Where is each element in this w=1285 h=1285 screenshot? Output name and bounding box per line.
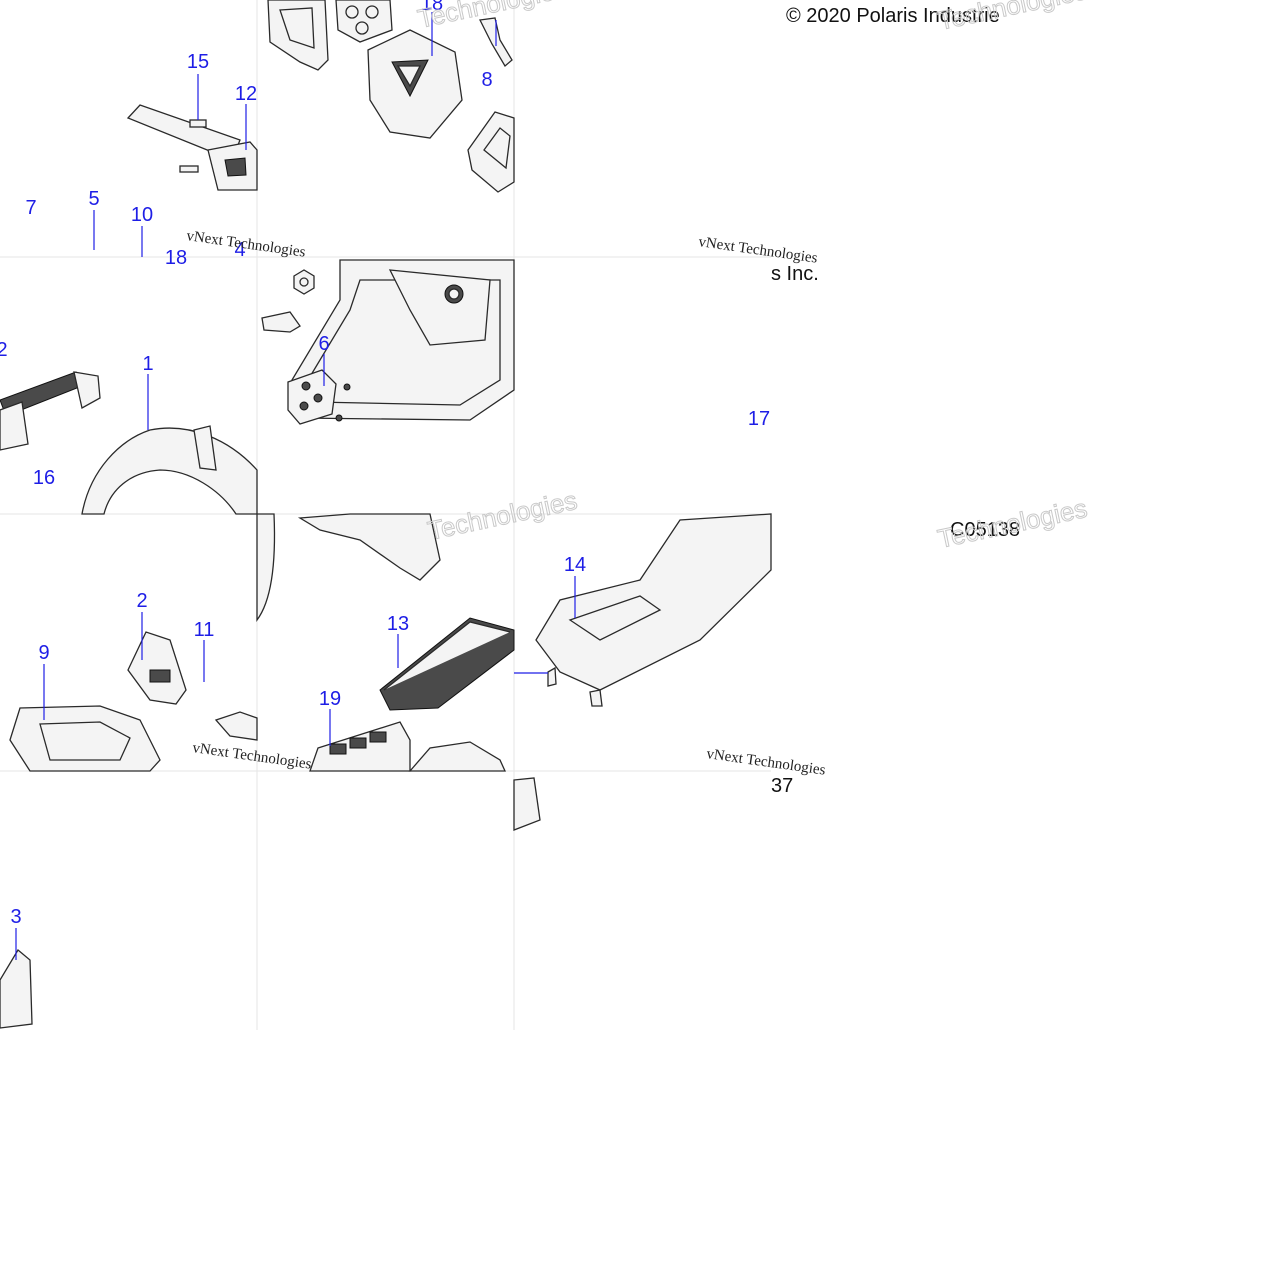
bezel-part-top: [267, 0, 329, 71]
grille-part: [379, 617, 515, 711]
diagram-code: C05138: [950, 519, 1020, 541]
callout-18-top: 18: [421, 0, 443, 15]
callout-16: 16: [33, 467, 55, 489]
callout-15: 15: [187, 51, 209, 73]
callout-1: 1: [142, 353, 153, 375]
watermark: vNext Technologies: [191, 740, 312, 773]
fragment-part: [513, 777, 541, 831]
steering-wheel-part: [81, 425, 258, 515]
callout-19: 19: [319, 688, 341, 710]
screw-part: [335, 414, 343, 422]
bracket-part: [127, 631, 187, 705]
code-fragment: 37: [771, 775, 793, 797]
column-cover-upper-part: [297, 513, 441, 581]
harness-part-lower: [214, 711, 258, 741]
steering-wheel-rear-part: [291, 259, 515, 421]
watermark: vNext Technologies: [185, 228, 306, 261]
copyright-fragment: s Inc.: [771, 263, 819, 285]
panel-part-lower: [408, 741, 507, 772]
callouts: 15 12 18 8 7 5 10 18 4 1 2 6 16 17 2 11 …: [0, 0, 770, 928]
watermark: vNext Technologies: [697, 234, 818, 267]
callout-2: 2: [136, 590, 147, 612]
callout-17: 17: [748, 408, 770, 430]
callout-7: 7: [25, 197, 36, 219]
callout-8: 8: [481, 69, 492, 91]
steering-wheel-lower-part: [256, 513, 276, 622]
screw-part: [343, 383, 351, 391]
callout-14: 14: [564, 554, 586, 576]
callout-12: 12: [235, 83, 257, 105]
switch-pad-part-top: [335, 0, 393, 43]
callout-11: 11: [194, 619, 215, 641]
copyright-text: © 2020 Polaris Industrie: [786, 5, 1000, 27]
callout-5: 5: [88, 188, 99, 210]
nut-part: [293, 269, 315, 295]
watermark-large: Technologies: [425, 485, 580, 546]
trim-bezel-part-8: [467, 111, 515, 193]
dash-bezel-part: [9, 705, 161, 772]
switch-bank-part: [309, 721, 411, 772]
watermark: vNext Technologies: [705, 746, 826, 779]
airbag-module-part: [367, 29, 463, 139]
center-console-part: [535, 513, 772, 707]
callout-10: 10: [131, 204, 153, 226]
lower-trim-part-3: [0, 949, 33, 1029]
watermark-large: Technologies: [935, 0, 1090, 36]
callout-13: 13: [387, 613, 409, 635]
callout-4: 4: [234, 239, 245, 261]
callout-18: 18: [165, 247, 187, 269]
callout-9: 9: [38, 642, 49, 664]
steering-column-part: [0, 371, 101, 451]
watermark-large: Technologies: [935, 493, 1090, 554]
callout-3: 3: [10, 906, 21, 928]
callout-2-fragment: 2: [0, 339, 8, 361]
leader-lines: [15, 12, 576, 960]
turn-signal-stalk-part: [126, 104, 258, 191]
callout-6: 6: [318, 333, 329, 355]
clip-harness-part: [261, 311, 301, 333]
